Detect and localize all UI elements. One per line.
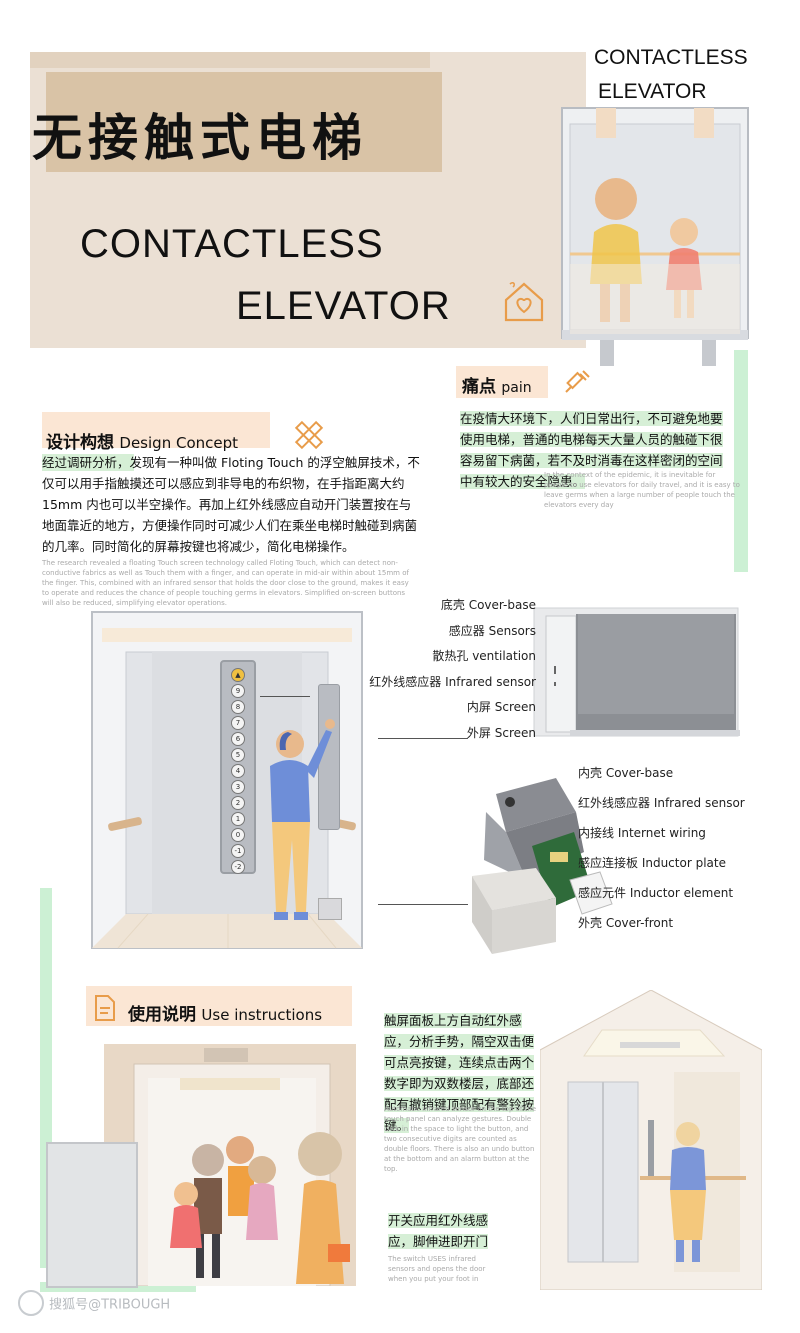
usage-switch-en: The switch USES infrared sensors and ope… [388, 1255, 486, 1283]
panel-button[interactable]: 3 [231, 780, 245, 794]
part-label: 内接线 Internet wiring [578, 824, 706, 841]
part-label: 感应连接板 Inductor plate [578, 854, 726, 871]
part-label-text: 内接线 Internet wiring [578, 826, 706, 840]
exploded-leader-line [378, 904, 468, 905]
usage-heading-en: Use instructions [201, 1006, 323, 1024]
usage-heading-zh: 使用说明 [128, 1005, 196, 1025]
part-label: 散热孔 ventilation [360, 647, 540, 664]
syringe-icon [560, 368, 590, 398]
pain-heading-en: pain [501, 380, 532, 396]
exploded-sensor-illustration [466, 772, 616, 958]
design-heading-en: Design Concept [119, 434, 238, 452]
panel-button[interactable]: 1 [231, 812, 245, 826]
panel-button-list: ▲ 9 8 7 6 5 4 3 2 1 0 -1 -2 [222, 662, 254, 874]
panel-button[interactable]: 9 [231, 684, 245, 698]
panel-leader-line [260, 696, 310, 697]
part-label: 红外线感应器 Infrared sensor [578, 794, 745, 811]
part-label-text: 感应器 Sensors [448, 623, 536, 638]
part-label: 感应元件 Inductor element [578, 884, 733, 901]
watermark-icon [18, 1290, 44, 1316]
usage-heading: 使用说明 Use instructions [128, 1000, 322, 1025]
glass-elevator-illustration [556, 104, 756, 372]
panel-button[interactable]: 7 [231, 716, 245, 730]
corner-title-bg [586, 44, 750, 104]
usage-heading-bg [86, 986, 352, 1026]
house-heart-icon [502, 278, 546, 324]
usage-touch-en: Automatic infrared sensor on the top of … [384, 1105, 537, 1173]
corner-title-line2: ELEVATOR [598, 80, 707, 103]
part-label: 感应器 Sensors [360, 622, 540, 639]
pain-heading-bg [456, 366, 548, 398]
page-title-zh: 无接触式电梯 [32, 109, 368, 167]
panel-button[interactable]: ▲ [231, 668, 245, 682]
house-elevator-illustration [539, 989, 763, 1291]
screen-device-illustration [530, 606, 740, 740]
page-title-en-line2: ELEVATOR [236, 284, 451, 328]
panel-button[interactable]: -2 [231, 860, 245, 874]
part-label-text: 散热孔 ventilation [432, 649, 536, 663]
part-label-text: 感应连接板 Inductor plate [578, 856, 726, 870]
pain-body-en: In the context of the epidemic, it is in… [544, 471, 740, 509]
pain-heading-zh: 痛点 [462, 377, 496, 397]
part-label-text: 底壳 Cover-base [440, 598, 536, 612]
part-label-text: 外壳 Cover-front [578, 916, 674, 930]
panel-button[interactable]: 0 [231, 828, 245, 842]
pain-body-zh: 在疫情大环境下，人们日常出行，不可避免地要使用电梯，普通的电梯每天大量人员的触碰… [460, 411, 723, 489]
document-icon [92, 994, 118, 1022]
part-label: 外壳 Cover-front [578, 914, 673, 931]
part-label-text: 红外线感应器 Infrared sensor [578, 796, 745, 810]
part-label-text: 外屏 Screen [466, 725, 536, 740]
part-label-text: 红外线感应器 Infrared sensor [369, 674, 536, 689]
pencil-ruler-icon [292, 418, 326, 452]
part-label: 内壳 Cover-base [578, 764, 673, 781]
device-leader-line [378, 738, 468, 739]
design-body-en: The research revealed a floating Touch s… [42, 559, 409, 607]
button-panel-large: ▲ 9 8 7 6 5 4 3 2 1 0 -1 -2 [220, 660, 256, 874]
design-body-zh: 经过调研分析，发现有一种叫做 Floting Touch 的浮空触屏技术，不仅可… [42, 455, 420, 554]
usage-touch-zh: 触屏面板上方自动红外感应，分析手势，隔空双击便可点亮按键，连续点击两个数字即为双… [384, 1013, 535, 1133]
parts-top-list: 底壳 Cover-base 感应器 Sensors 散热孔 ventilation 红… [360, 596, 536, 740]
panel-button[interactable]: 8 [231, 700, 245, 714]
watermark-text: 搜狐号@TRIBOUGH [49, 1297, 171, 1313]
design-heading: 设计构想 Design Concept [46, 428, 238, 453]
watermark: 搜狐号@TRIBOUGH [18, 1290, 170, 1316]
part-label: 外屏 Screen [360, 724, 540, 741]
header-tan-block [46, 72, 442, 172]
part-label-text: 内屏 Screen [466, 700, 536, 714]
lobby-side-door [46, 1142, 138, 1288]
design-heading-bg [42, 412, 270, 448]
panel-button[interactable]: 5 [231, 748, 245, 762]
part-label: 红外线感应器 Infrared sensor [360, 673, 540, 690]
pain-heading: 痛点 pain [462, 372, 532, 397]
panel-button[interactable]: -1 [231, 844, 245, 858]
part-label: 底壳 Cover-base [360, 596, 540, 613]
panel-button[interactable]: 2 [231, 796, 245, 810]
part-label-text: 感应元件 Inductor element [578, 886, 734, 900]
panel-button[interactable]: 6 [231, 732, 245, 746]
mint-bar-right-top [734, 350, 748, 572]
usage-switch-zh: 开关应用红外线感应，脚伸进即开门 [388, 1213, 489, 1249]
panel-button[interactable]: 4 [231, 764, 245, 778]
part-label-text: 内壳 Cover-base [578, 766, 674, 780]
design-heading-zh: 设计构想 [46, 433, 114, 453]
page-title-en-line1: CONTACTLESS [80, 222, 384, 266]
lobby-elevator-illustration [104, 1044, 356, 1287]
parts-mid-list: 内壳 Cover-base 红外线感应器 Infrared sensor 内接线 I… [578, 764, 788, 944]
part-label: 内屏 Screen [360, 698, 540, 715]
person-pressing-button [262, 690, 342, 930]
header-bar-accent [30, 52, 430, 68]
floor-sensor [318, 898, 342, 920]
corner-title-line1: CONTACTLESS [594, 46, 748, 69]
